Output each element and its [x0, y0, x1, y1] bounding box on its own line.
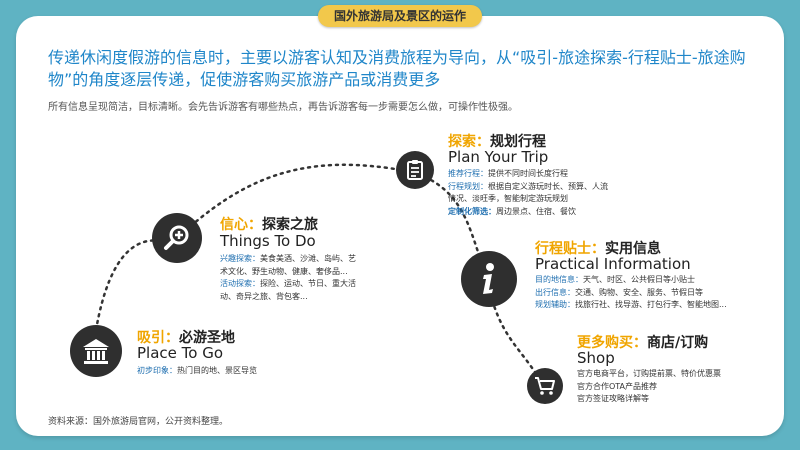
info-icon	[461, 251, 517, 307]
detail-line: 规划辅助：找旅行社、找导游、打包行李、智能地图...	[535, 300, 727, 309]
detail-line: 目的地信息：天气、时区、公共假日等小贴士	[535, 275, 695, 284]
detail-line: 定制化筛选：周边景点、住宿、餐饮	[448, 206, 576, 216]
shop-title: 更多购买：商店/订购	[577, 335, 709, 351]
explore-title: 信心：探索之旅	[220, 217, 318, 233]
source-note: 资料来源：国外旅游局官网，公开资料整理。	[48, 417, 229, 427]
subline: 所有信息呈现简洁，目标清晰。会先告诉游客有哪些热点，再告诉游客每一步需要怎么做，…	[48, 102, 518, 113]
plan-details: 推荐行程：提供不同时间长度行程 行程规划：根据自定义游玩时长、预算、人流 情况、…	[448, 168, 648, 218]
tips-en-title: Practical Information	[535, 255, 691, 273]
shop-en-title: Shop	[577, 349, 615, 367]
detail-line: 官方签证攻略详解等	[577, 394, 649, 403]
plan-en-title: Plan Your Trip	[448, 148, 549, 166]
plan-title: 探索：规划行程	[448, 134, 546, 150]
detail-line: 活动探索：探险、运动、节日、重大活	[220, 279, 356, 288]
attract-details: 初步印象：热门目的地、景区导览	[137, 365, 297, 378]
detail-line: 出行信息：交通、购物、安全、服务、节假日等	[535, 287, 703, 297]
detail-line: 初步印象：热门目的地、景区导览	[137, 366, 257, 375]
explore-en-title: Things To Do	[220, 232, 316, 250]
detail-line: 兴趣探索：美食美酒、沙滩、岛屿、艺	[220, 254, 356, 263]
shop-details: 官方电商平台，订购提前票、特价优惠票 官方合作OTA产品推荐 官方签证攻略详解等	[577, 368, 767, 406]
temple-icon	[70, 325, 122, 377]
checklist-icon	[396, 151, 434, 189]
explore-details: 兴趣探索：美食美酒、沙滩、岛屿、艺 术文化、野生动物、健康、奢侈品... 活动探…	[220, 253, 400, 303]
attract-en-title: Place To Go	[137, 344, 224, 362]
detail-line: 情况、淡旺季，智能制定游玩规划	[448, 194, 568, 203]
detail-line: 动、奇异之旅、背包客...	[220, 291, 308, 301]
detail-line: 行程规划：根据自定义游玩时长、预算、人流	[448, 181, 608, 191]
magnifier-plus-icon	[152, 213, 202, 263]
detail-line: 术文化、野生动物、健康、奢侈品...	[220, 266, 348, 276]
detail-line: 官方合作OTA产品推荐	[577, 381, 658, 391]
tips-details: 目的地信息：天气、时区、公共假日等小贴士 出行信息：交通、购物、安全、服务、节假…	[535, 274, 755, 312]
tips-title: 行程贴士：实用信息	[535, 241, 661, 257]
detail-line: 官方电商平台，订购提前票、特价优惠票	[577, 369, 721, 378]
content-card	[16, 16, 784, 436]
headline: 传递休闲度假游的信息时，主要以游客认知及消费旅程为导向，从“吸引-旅途探索-行程…	[48, 48, 746, 89]
attract-title: 吸引：必游圣地	[137, 330, 235, 346]
shopping-cart-icon	[527, 368, 563, 404]
section-tab: 国外旅游局及景区的运作	[318, 5, 482, 27]
detail-line: 推荐行程：提供不同时间长度行程	[448, 169, 568, 178]
